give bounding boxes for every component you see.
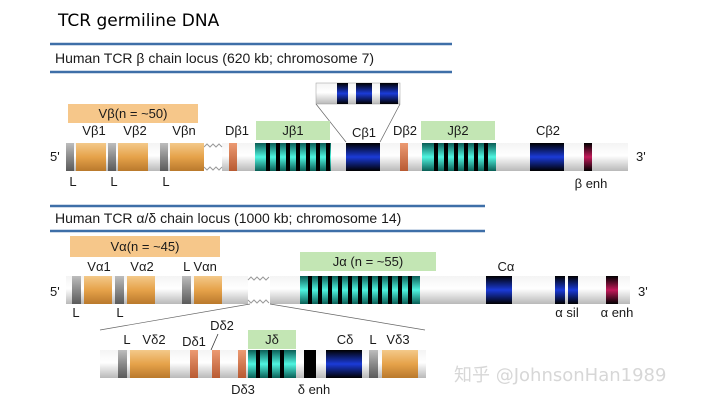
delta-v2-label: Vδ2 (142, 332, 165, 347)
beta-j1-box (256, 121, 330, 140)
delta-leader-1 (118, 350, 127, 378)
alpha-c-segment (486, 276, 512, 304)
beta-v2-label: Vβ2 (123, 123, 146, 138)
alpha-silencer-label: α sil (555, 305, 579, 320)
beta-d2-label: Dβ2 (393, 123, 417, 138)
delta-leader-2 (369, 350, 378, 378)
beta-c1-inset-exon-2 (356, 83, 372, 104)
beta-v2-segment (118, 143, 148, 171)
alpha-silencer-2 (568, 276, 578, 304)
alpha-v2-segment (127, 276, 155, 304)
alpha-five-prime: 5' (50, 284, 60, 299)
delta-connector-right (269, 303, 426, 331)
beta-inset-connector-right (379, 103, 401, 143)
delta-d1-segment (190, 350, 198, 378)
alpha-v-group-box (70, 236, 220, 257)
delta-enhancer (304, 350, 316, 378)
beta-c1-inset-exon-1 (337, 83, 348, 104)
beta-header: Human TCR β chain locus (620 kb; chromos… (55, 50, 374, 66)
main-title: TCR germiline DNA (57, 11, 220, 31)
delta-j-cluster (248, 350, 296, 378)
alpha-j-group-label: Jα (n = ~55) (333, 254, 403, 269)
beta-five-prime: 5' (50, 149, 60, 164)
alpha-ln-label: L Vαn (183, 259, 217, 274)
beta-j1-label: Jβ1 (282, 123, 303, 138)
delta-connector-left (99, 303, 251, 331)
alpha-leader-label-2: L (116, 305, 123, 320)
alpha-v1-label: Vα1 (87, 259, 110, 274)
beta-enhancer-label: β enh (575, 176, 608, 191)
beta-three-prime: 3' (636, 149, 646, 164)
alpha-header: Human TCR α/δ chain locus (1000 kb; chro… (55, 210, 401, 226)
delta-j-label: Jδ (265, 332, 279, 347)
beta-v-group-box (68, 104, 198, 123)
alpha-v1-segment (84, 276, 112, 304)
alpha-j-cluster (300, 276, 436, 304)
beta-enhancer (584, 143, 592, 171)
beta-c1-label: Cβ1 (352, 125, 376, 140)
alpha-enhancer-label: α enh (601, 305, 634, 320)
delta-v3-segment (382, 350, 418, 378)
delta-d2-label: Dδ2 (210, 318, 234, 333)
beta-leader-label-2: L (110, 174, 117, 189)
delta-c-label: Cδ (337, 332, 354, 347)
beta-break-mark (203, 143, 223, 171)
delta-c-segment (326, 350, 362, 378)
beta-vn-segment (170, 143, 204, 171)
delta-d2-segment (212, 350, 220, 378)
beta-j1-cluster (255, 143, 331, 171)
delta-d1-label: Dδ1 (182, 334, 206, 349)
beta-c2-label: Cβ2 (536, 123, 560, 138)
beta-d1-label: Dβ1 (225, 123, 249, 138)
beta-v-group-label: Vβ(n = ~50) (99, 106, 168, 121)
delta-d2-pointer (210, 333, 219, 351)
delta-v2-segment (130, 350, 170, 378)
watermark: 知乎 @JohnsonHan1989 (454, 365, 666, 386)
alpha-leader-n (182, 276, 191, 304)
beta-leader-2 (108, 143, 116, 171)
alpha-vn-segment (194, 276, 222, 304)
delta-leader-label-1: L (123, 332, 130, 347)
beta-inset-connector-left (315, 103, 347, 143)
alpha-leader-1 (72, 276, 81, 304)
delta-leader-label-2: L (369, 332, 376, 347)
beta-leader-n (160, 143, 168, 171)
alpha-c-label: Cα (498, 259, 515, 274)
delta-d3-label: Dδ3 (231, 382, 255, 397)
beta-c1-inset-exon-3 (380, 83, 398, 104)
alpha-v-group-label: Vα(n = ~45) (111, 239, 180, 254)
beta-j2-label: Jβ2 (447, 123, 468, 138)
delta-d3-segment (238, 350, 246, 378)
alpha-leader-2 (115, 276, 124, 304)
beta-d1-segment (229, 143, 237, 171)
beta-vn-label: Vβn (172, 123, 195, 138)
alpha-leader-label-1: L (72, 305, 79, 320)
beta-leader-1 (66, 143, 74, 171)
beta-j2-cluster (422, 143, 496, 171)
beta-leader-label-n: L (162, 174, 169, 189)
beta-v1-label: Vβ1 (82, 123, 105, 138)
alpha-three-prime: 3' (638, 284, 648, 299)
alpha-enhancer (606, 276, 618, 304)
beta-j2-box (421, 121, 495, 140)
beta-c1-segment (346, 143, 380, 171)
alpha-silencer-1 (555, 276, 565, 304)
delta-v3-label: Vδ3 (386, 332, 409, 347)
beta-leader-label-1: L (69, 174, 76, 189)
alpha-j-group-box (300, 252, 436, 271)
alpha-break-mark (247, 276, 270, 304)
beta-v1-segment (76, 143, 106, 171)
delta-j-box (248, 330, 296, 349)
delta-enhancer-label: δ enh (298, 382, 331, 397)
beta-d2-segment (400, 143, 408, 171)
alpha-v2-label: Vα2 (130, 259, 153, 274)
beta-c2-segment (530, 143, 564, 171)
